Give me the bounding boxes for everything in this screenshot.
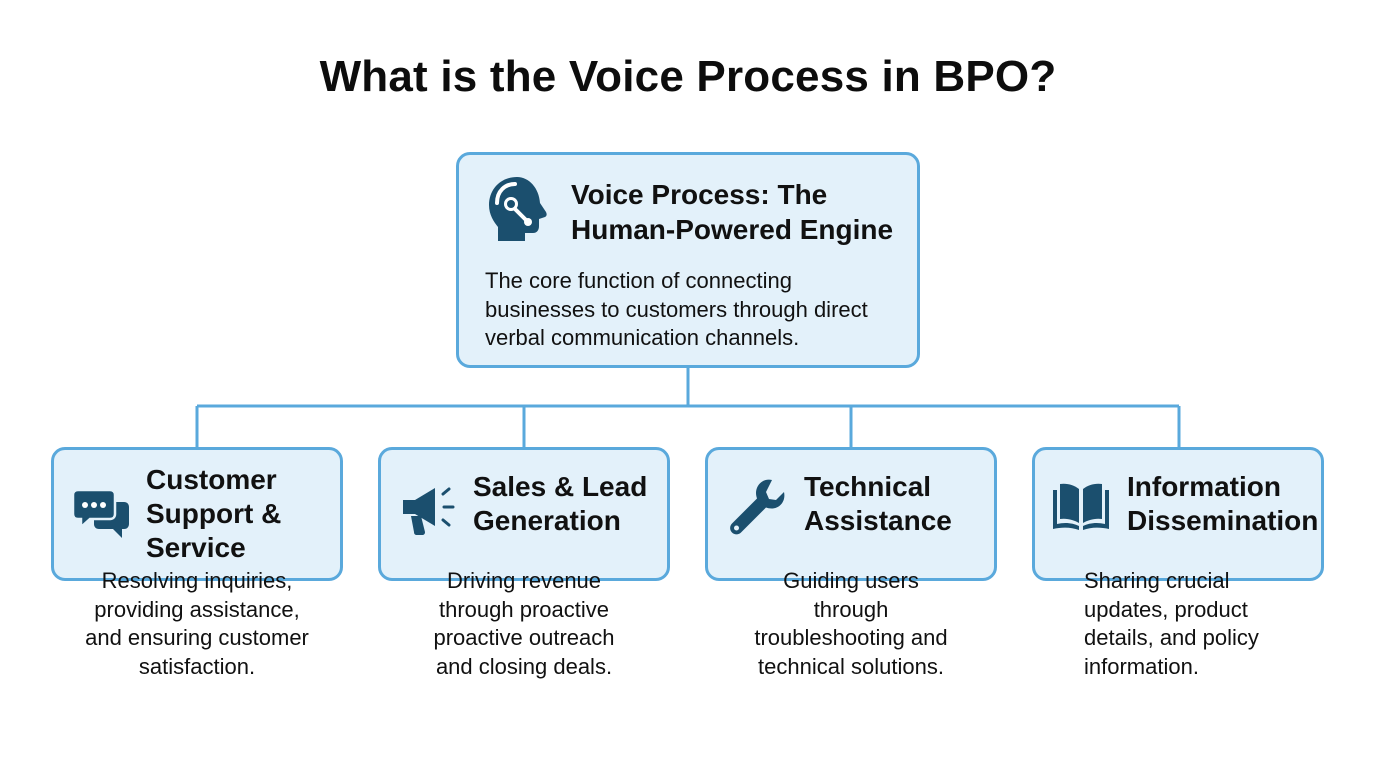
information-dissemination-description: Sharing crucial updates, product details… (1084, 567, 1344, 681)
card-title-line: Support & (146, 498, 282, 529)
main-title-line: Human-Powered Engine (571, 214, 894, 245)
main-description-line: The core function of connecting (485, 268, 792, 293)
card-description-line: Driving revenue (446, 568, 602, 593)
card-description-line: Guiding users (783, 568, 919, 593)
card-description-line: information. (1084, 653, 1199, 679)
card-title: Sales & Lead Generation (473, 470, 647, 538)
card-title: Information Dissemination (1127, 470, 1318, 538)
technical-assistance-card: Technical Assistance (705, 447, 997, 581)
card-description-line: satisfaction. (138, 653, 256, 679)
card-description-line: providing assistance, (94, 596, 300, 622)
main-concept-box: Voice Process: The Human-Powered Engine … (456, 152, 920, 368)
wrench-icon (730, 479, 785, 535)
information-dissemination-card: Information Dissemination (1032, 447, 1324, 581)
card-title-line: Generation (473, 505, 621, 536)
megaphone-icon (403, 487, 455, 535)
main-title: Voice Process: The Human-Powered Engine (571, 177, 901, 247)
main-description-line: verbal communication channels. (485, 325, 800, 350)
page-title: What is the Voice Process in BPO? (319, 52, 1057, 101)
card-description-line: through (813, 596, 889, 622)
card-title: Customer Support & Service (146, 463, 281, 565)
card-description-line: technical solutions. (758, 653, 944, 679)
card-description-line: updates, product (1084, 596, 1248, 622)
main-description-line: businesses to customers through direct (485, 296, 868, 322)
card-title-line: Sales & Lead (473, 471, 648, 502)
sales-lead-generation-description: Driving revenue through proactive proact… (374, 567, 674, 681)
card-title-line: Technical (804, 471, 932, 502)
card-description-line: Sharing crucial (1084, 568, 1230, 593)
customer-support-card: Customer Support & Service (51, 447, 343, 581)
card-title-line: Service (146, 532, 246, 563)
technical-assistance-description: Guiding users through troubleshooting an… (701, 567, 1001, 681)
open-book-icon (1053, 483, 1109, 530)
main-title-line: Voice Process: The (571, 179, 828, 210)
card-description-line: and closing deals. (435, 653, 613, 679)
main-description: The core function of connecting business… (485, 267, 905, 353)
card-title-line: Customer (146, 464, 277, 495)
card-description-line: Resolving inquiries, (101, 568, 293, 593)
card-description-line: troubleshooting and (754, 625, 948, 650)
headset-person-icon (489, 177, 547, 241)
card-description-line: details, and policy (1084, 625, 1259, 650)
card-title: Technical Assistance (804, 470, 952, 538)
card-title-line: Assistance (804, 505, 952, 536)
chat-bubbles-icon (72, 488, 129, 538)
card-title-line: Information (1127, 471, 1281, 502)
card-description-line: through proactive (439, 596, 609, 622)
sales-lead-generation-card: Sales & Lead Generation (378, 447, 670, 581)
customer-support-description: Resolving inquiries, providing assistanc… (47, 567, 347, 681)
card-title-line: Dissemination (1127, 505, 1319, 536)
card-description-line: proactive outreach (433, 625, 615, 650)
card-description-line: and ensuring customer (85, 625, 309, 650)
